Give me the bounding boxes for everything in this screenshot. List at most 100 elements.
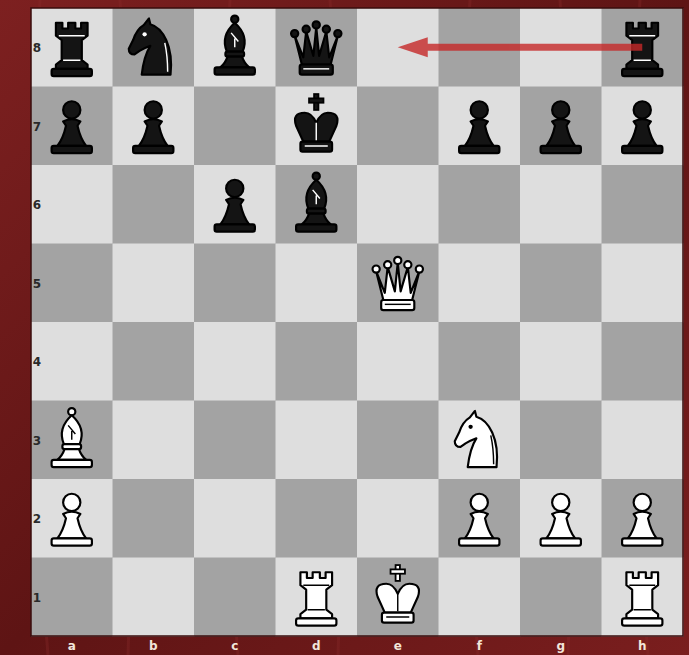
chess-piece [541,101,581,153]
board-square [113,165,195,244]
board-square [276,558,358,637]
rank-label: 7 [33,120,41,134]
rank-label: 4 [33,355,41,369]
board-square [439,87,521,166]
chess-piece [459,101,499,153]
chess-piece [215,180,255,232]
chess-piece [52,23,92,76]
board-square [194,558,276,637]
chess-piece [459,494,499,546]
board-square [194,87,276,166]
file-label: g [556,639,565,653]
board-square [31,87,113,166]
coordinate-label-holder: g [556,636,565,654]
board-square [357,87,439,166]
board-square [602,558,684,637]
board-square [602,479,684,558]
board-square [520,87,602,166]
board-square [357,8,439,87]
board-square [194,401,276,480]
board-square [357,401,439,480]
coordinate-label-holder: e [394,636,402,654]
file-label: e [394,639,402,653]
board-square [276,322,358,401]
chess-piece [52,494,92,546]
coordinate-label-holder: d [312,636,321,654]
board-square [113,558,195,637]
chess-piece [373,257,423,310]
file-label: f [477,639,482,653]
file-label: h [638,639,647,653]
chess-piece [296,572,336,625]
rank-label: 2 [33,512,41,526]
board-square [31,244,113,323]
rank-label: 5 [33,277,41,291]
chess-piece [377,565,419,623]
file-label: d [312,639,321,653]
file-label: b [149,639,158,653]
wood-grain [32,0,648,655]
board-square [439,558,521,637]
chess-piece [455,411,497,467]
board-square [520,479,602,558]
chess-piece [129,18,171,74]
board-square [276,87,358,166]
board-square [113,322,195,401]
board-square [194,322,276,401]
chess-piece [622,101,662,153]
coordinate-label-holder: f [477,636,482,654]
board-square [113,401,195,480]
coordinate-label-holder: 8 [33,38,41,56]
chess-piece [622,494,662,546]
board-square [113,87,195,166]
board-square [357,479,439,558]
board-square [194,165,276,244]
coordinate-label-holder: b [149,636,158,654]
chess-piece [296,173,336,232]
coordinate-label-holder: 3 [33,431,41,449]
board-square [31,8,113,87]
board-square [439,244,521,323]
coordinate-label-holder: 6 [33,195,41,213]
board-square [276,401,358,480]
coordinate-label-holder: 2 [33,509,41,527]
board-square [357,244,439,323]
rank-label: 1 [33,591,41,605]
board-square [602,401,684,480]
board-square [31,558,113,637]
board-square [439,479,521,558]
board-square [357,165,439,244]
coordinate-label-holder: 1 [33,588,41,606]
board-square [520,558,602,637]
chess-piece [295,94,337,152]
coordinate-label-holder: 4 [33,352,41,370]
coordinate-label-holder: 7 [33,117,41,135]
board-square [194,479,276,558]
board-square [194,8,276,87]
squares [31,8,684,637]
pieces [52,16,663,626]
board-square [357,322,439,401]
board-square [194,244,276,323]
chess-piece [133,101,173,153]
chess-piece [541,494,581,546]
board-square [276,479,358,558]
board-square [276,165,358,244]
coordinate-label-holder: a [68,636,76,654]
move-arrow [398,37,643,57]
board-square [357,558,439,637]
board-square [31,322,113,401]
chess-piece [52,408,92,467]
board-square [276,244,358,323]
board-square [439,165,521,244]
board-square [113,479,195,558]
file-label: a [68,639,76,653]
board-square [276,8,358,87]
board-square [439,322,521,401]
coordinate-label-holder: h [638,636,647,654]
board-square [602,322,684,401]
chess-piece [622,572,662,625]
